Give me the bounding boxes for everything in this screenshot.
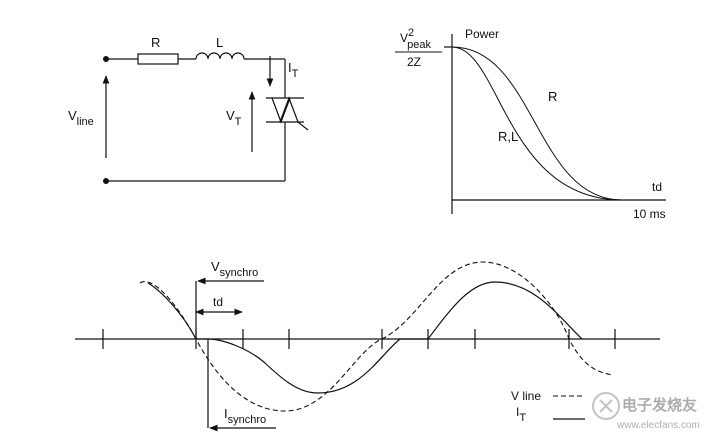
thyristor-circuit: R L IT Vline VT	[68, 35, 309, 184]
power-label: Power	[465, 27, 499, 41]
legend-vline-label: V line	[511, 389, 541, 403]
yfrac-denominator: 2Z	[407, 55, 421, 69]
it-label: IT	[288, 60, 299, 80]
triac-symbol	[266, 96, 309, 131]
curve-r-label: R	[548, 89, 557, 104]
waveform-graph: Vsynchro td Isynchro V line IT	[75, 259, 660, 432]
curve-rl	[451, 46, 623, 201]
legend-it-label: IT	[516, 405, 526, 424]
isync-label: Isynchro	[224, 406, 266, 426]
watermark-logo: 电子发烧友 www.elecfans.com	[592, 392, 700, 431]
curve-rl-label: R,L	[498, 129, 518, 144]
vsync-label: Vsynchro	[211, 259, 258, 279]
waveform-legend: V line IT	[511, 389, 585, 424]
vline-label: Vline	[68, 108, 94, 128]
x-axis-label: td	[652, 180, 662, 194]
vt-label: VT	[226, 108, 242, 128]
inductor-label: L	[216, 35, 223, 50]
td-label: td	[213, 295, 223, 309]
resistor-label: R	[151, 35, 160, 50]
x-tick-label: 10 ms	[633, 207, 666, 221]
curve-r	[451, 46, 623, 201]
watermark-text: 电子发烧友	[622, 396, 697, 414]
watermark-url: www.elecfans.com	[616, 420, 700, 431]
inductor	[195, 52, 245, 60]
resistor	[137, 53, 179, 65]
vline-wave	[139, 261, 613, 412]
